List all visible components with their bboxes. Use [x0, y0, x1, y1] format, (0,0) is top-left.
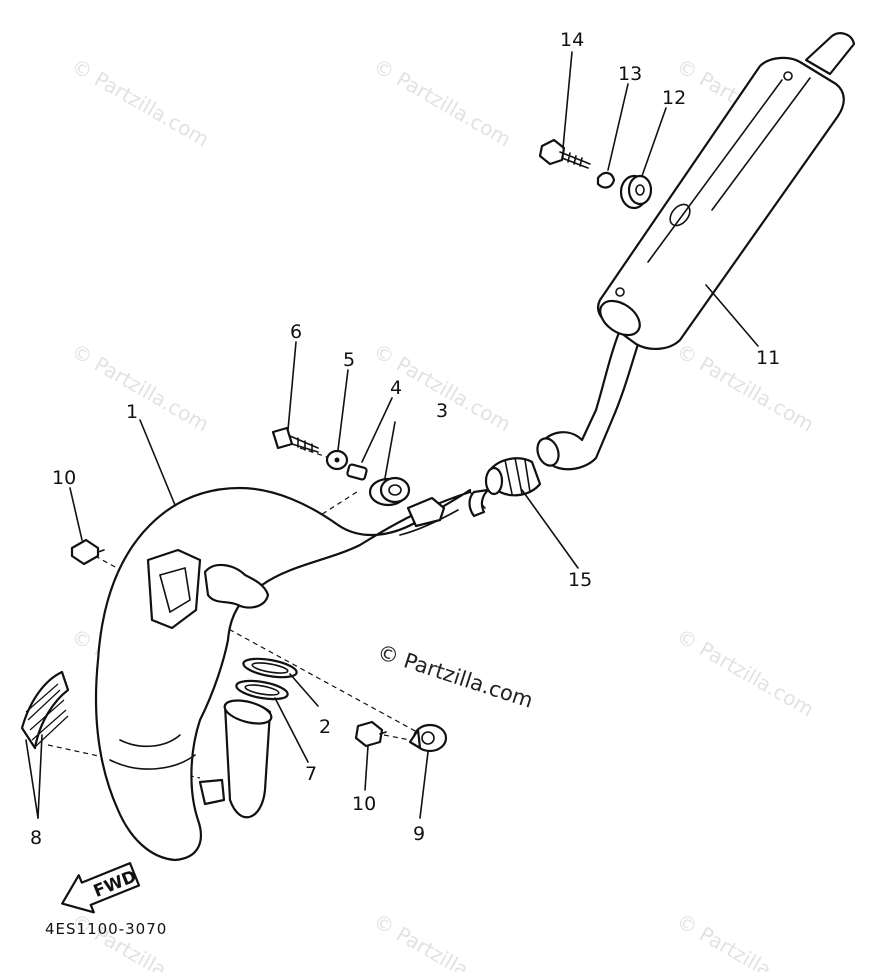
- watermark: © Partzilla.com: [673, 339, 819, 437]
- leader-lines: [25, 51, 759, 819]
- callout-3: 3: [436, 400, 448, 422]
- watermark: © Partzilla.com: [673, 624, 819, 722]
- callout-numbers: 1 2 3 4 5 6 7 8 9 10 10 11 12 13 14 15: [30, 29, 780, 849]
- callout-9: 9: [413, 823, 425, 845]
- diagram-code: 4ES1100-3070: [45, 920, 167, 938]
- callout-6: 6: [290, 321, 302, 343]
- callout-14: 14: [560, 29, 584, 51]
- watermark-center: © Partzilla.com: [374, 640, 536, 713]
- watermark: © Partzilla.com: [370, 54, 516, 152]
- exhaust-clamp: [408, 723, 448, 753]
- silencer: [536, 32, 856, 471]
- mounting-hardware-front: [271, 426, 411, 507]
- expansion-chamber: [94, 486, 490, 862]
- callout-5: 5: [343, 349, 355, 371]
- chamber-protector: [20, 670, 70, 750]
- callout-13: 13: [618, 63, 642, 85]
- watermark: © Partzilla.com: [68, 54, 214, 152]
- callout-8: 8: [30, 827, 42, 849]
- callout-15: 15: [568, 569, 592, 591]
- gaskets: [235, 657, 298, 701]
- mounting-hardware-rear: [538, 138, 653, 210]
- watermark: © Partzilla.com: [370, 909, 516, 972]
- callout-10: 10: [352, 793, 376, 815]
- callout-12: 12: [662, 87, 686, 109]
- callout-7: 7: [305, 763, 317, 785]
- chamber-bolts: [70, 538, 387, 748]
- silencer-joint: [484, 457, 542, 497]
- watermark: © Partzilla.com: [68, 909, 214, 972]
- callout-11: 11: [756, 347, 780, 369]
- callout-10: 10: [52, 467, 76, 489]
- callout-2: 2: [319, 716, 331, 738]
- forward-arrow: FWD: [61, 862, 141, 914]
- callout-1: 1: [126, 401, 138, 423]
- callout-4: 4: [390, 377, 402, 399]
- watermark: © Partzilla.com: [673, 909, 819, 972]
